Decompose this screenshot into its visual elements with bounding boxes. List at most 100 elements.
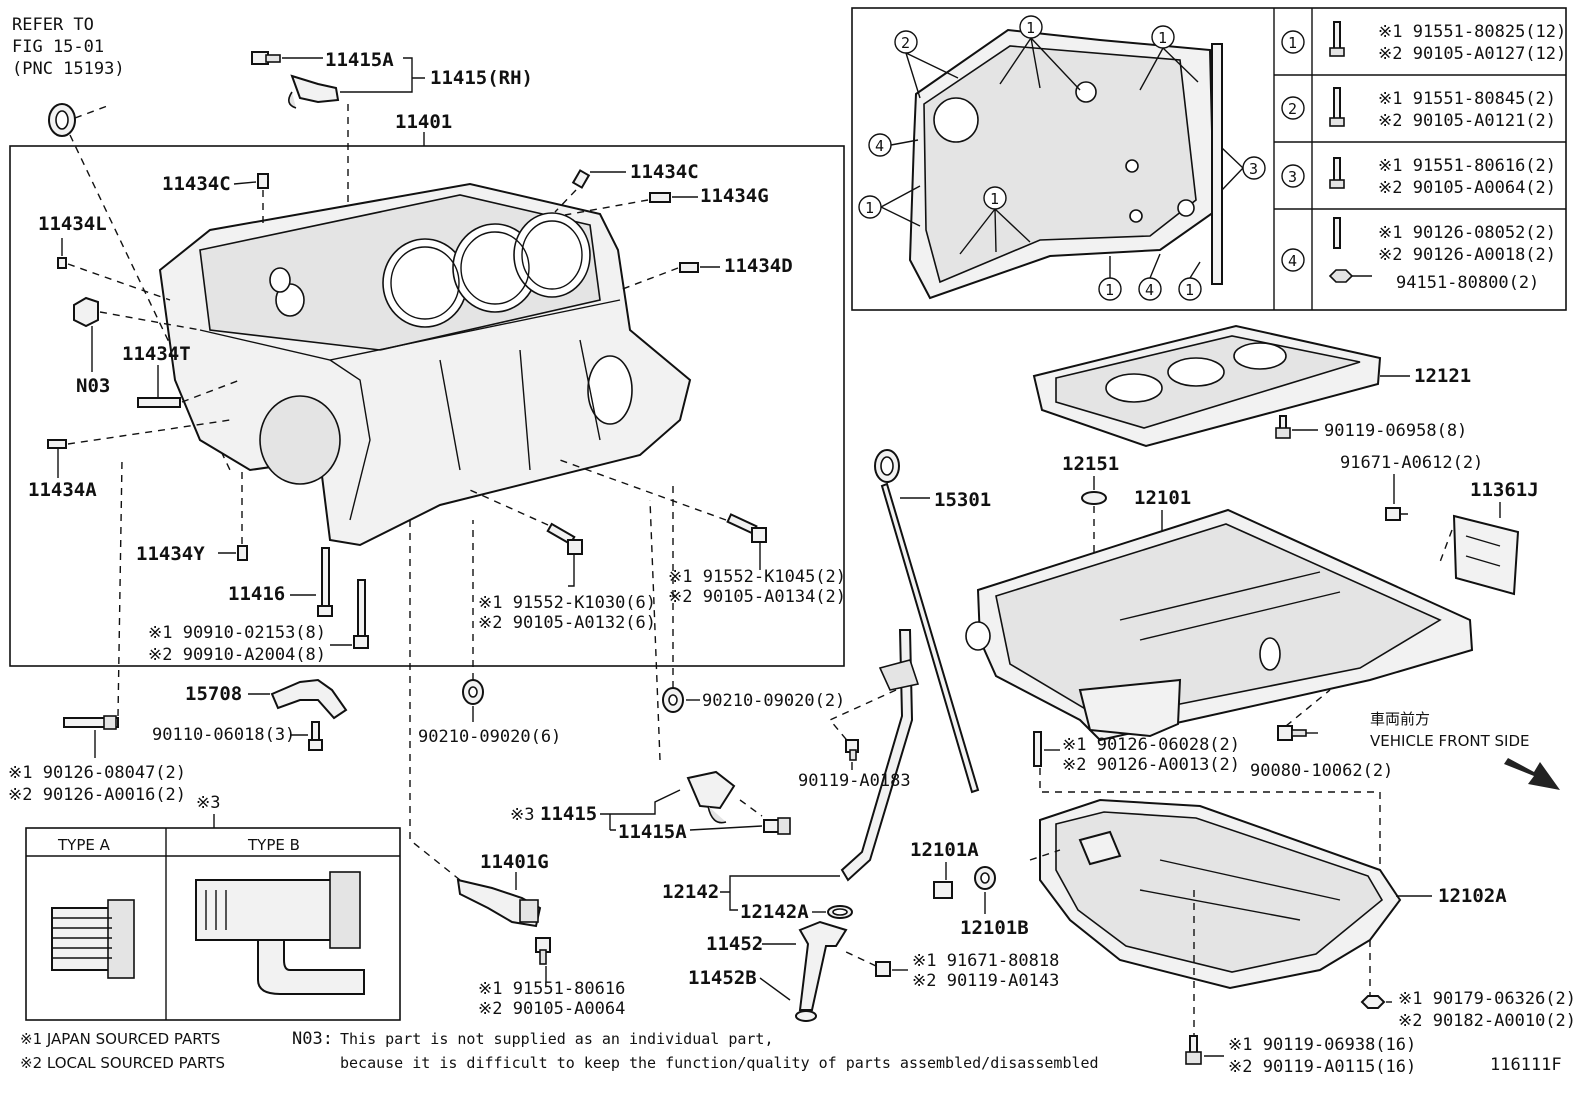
svg-text:※2 90105-A0121(2): ※2 90105-A0121(2)	[1378, 111, 1556, 131]
label-11415-lower: 11415	[540, 803, 597, 825]
bolt-91671-80818-icon	[875, 961, 891, 977]
label-11434a: 11434A	[28, 479, 97, 501]
bolt-table-row-3: 3 ※1 91551-80616(2) ※2 90105-A0064(2)	[1281, 156, 1556, 198]
svg-text:※2 90105-A0127(12): ※2 90105-A0127(12)	[1378, 44, 1566, 64]
bolt-91552-k1030-icon	[546, 522, 583, 555]
label-15301: 15301	[934, 489, 991, 511]
front-en-text: VEHICLE FRONT SIDE	[1370, 732, 1530, 750]
label-91671-a0612: 91671-A0612(2)	[1340, 453, 1483, 473]
label-15708: 15708	[185, 683, 242, 705]
label-90110-06018: 90110-06018(3)	[152, 725, 295, 745]
gasket-12101b-icon	[974, 866, 996, 890]
bolt-table-row-4: 4 ※1 90126-08052(2) ※2 90126-A0018(2) 94…	[1281, 217, 1556, 293]
label-12101a: 12101A	[910, 839, 979, 861]
svg-text:4: 4	[875, 137, 884, 155]
pin-11434c-left-icon	[257, 173, 269, 189]
type-box	[25, 827, 401, 1021]
dipstick-15301-icon	[874, 449, 980, 794]
svg-text:1: 1	[1105, 281, 1114, 299]
label-90126-a0016: ※2 90126-A0016(2)	[8, 785, 186, 805]
label-11434d: 11434D	[724, 255, 793, 277]
oring-11452b-icon	[795, 1010, 817, 1022]
bracket-15708-icon	[270, 678, 348, 720]
detail-callout-group: 1 1 2 4 3 1 1 1 4 1	[858, 15, 1266, 301]
label-91552-k1045: ※1 91552-K1045(2)	[668, 567, 846, 587]
oring-12151-icon	[1081, 491, 1107, 505]
label-90210-09020-2: 90210-09020(2)	[702, 691, 845, 711]
label-11434c-left: 11434C	[162, 173, 231, 195]
label-90105-a0064: ※2 90105-A0064	[478, 999, 625, 1019]
oil-pan-12102a-icon	[1039, 798, 1402, 990]
footnote-n03-line2: because it is difficult to keep the func…	[340, 1054, 1099, 1072]
plug-type-a-icon	[51, 899, 135, 979]
svg-text:1: 1	[990, 190, 999, 208]
label-11452: 11452	[706, 933, 763, 955]
svg-text:1: 1	[865, 199, 874, 217]
dipstick-guide-12142-icon	[840, 629, 920, 882]
svg-text:1: 1	[1185, 281, 1194, 299]
cylinder-block-frame	[9, 145, 845, 667]
label-11401: 11401	[395, 111, 452, 133]
oring-12142a-icon	[827, 905, 853, 919]
bolt-table-row-1: 1 ※1 91551-80825(12) ※2 90105-A0127(12)	[1281, 21, 1566, 64]
bolt-91551-80616-icon	[535, 937, 551, 965]
refer-line-3: (PNC 15193)	[12, 59, 125, 79]
seal-ring-icon	[48, 103, 76, 137]
label-12101b: 12101B	[960, 917, 1029, 939]
svg-text:※1 91551-80825(12): ※1 91551-80825(12)	[1378, 22, 1566, 42]
label-12151: 12151	[1062, 453, 1119, 475]
svg-text:2: 2	[1288, 100, 1297, 118]
front-jp-text: 車両前方	[1370, 710, 1430, 728]
bolt-11415a-top-icon	[251, 51, 281, 65]
bolt-91552-k1045-icon	[726, 513, 767, 543]
bolt-90119-a0183-icon	[845, 739, 859, 761]
label-11415a-lower: 11415A	[618, 821, 687, 843]
label-11415-rh: 11415(RH)	[430, 67, 533, 89]
label-90910-02153: ※1 90910-02153(8)	[148, 623, 326, 643]
gasket-90210-6-icon	[462, 679, 484, 705]
label-90119-06958: 90119-06958(8)	[1324, 421, 1467, 441]
stud-90126-08047-icon	[63, 715, 119, 730]
label-12142a: 12142A	[740, 901, 809, 923]
nut-90179-icon	[1360, 995, 1386, 1009]
label-11434c-right: 11434C	[630, 161, 699, 183]
bolt-table-3-icon	[1333, 157, 1341, 183]
label-90126-08047: ※1 90126-08047(2)	[8, 763, 186, 783]
plug-11415a-lower-icon	[763, 817, 791, 835]
label-90105-a0132: ※2 90105-A0132(6)	[478, 613, 656, 633]
label-11434g: 11434G	[700, 185, 769, 207]
stud-90126-06028-icon	[1033, 731, 1042, 767]
svg-text:2: 2	[901, 34, 910, 52]
bolt-90080-10062-icon	[1277, 725, 1307, 741]
label-90119-a0115: ※2 90119-A0115(16)	[1228, 1057, 1416, 1077]
sensor-11415-rh-icon	[288, 74, 340, 109]
gasket-90210-2-icon	[662, 687, 684, 713]
footnote-n03-line1: This part is not supplied as an individu…	[340, 1030, 773, 1048]
svg-text:4: 4	[1288, 252, 1297, 270]
baffle-plate-12121-icon	[1032, 324, 1382, 448]
label-90126-a0013: ※2 90126-A0013(2)	[1062, 755, 1240, 775]
bolt-90910-icon	[353, 579, 369, 649]
type-b-label: TYPE B	[247, 836, 300, 854]
label-91552-k1030: ※1 91552-K1030(6)	[478, 593, 656, 613]
label-90910-a2004: ※2 90910-A2004(8)	[148, 645, 326, 665]
label-12101: 12101	[1134, 487, 1191, 509]
label-n03: N03	[76, 375, 110, 397]
bolt-table-4-icon	[1333, 217, 1341, 249]
stud-bolt-11416-icon	[317, 547, 333, 617]
svg-text:1: 1	[1026, 19, 1035, 37]
label-11415a-top: 11415A	[325, 49, 394, 71]
bolt-90110-icon	[308, 721, 323, 751]
bolt-table-1-icon	[1333, 21, 1341, 51]
label-mark-3: ※3	[196, 793, 220, 813]
nut-94151-icon	[1328, 269, 1354, 283]
label-91551-80616: ※1 91551-80616	[478, 979, 625, 999]
sensor-11415-lower-icon	[686, 770, 736, 824]
pin-11434l-icon	[57, 257, 67, 269]
label-91671-80818: ※1 91671-80818	[912, 951, 1059, 971]
cylinder-block-icon	[158, 182, 692, 547]
svg-text:※2 90105-A0064(2): ※2 90105-A0064(2)	[1378, 178, 1556, 198]
svg-text:3: 3	[1249, 160, 1258, 178]
pin-11434t-icon	[137, 397, 181, 408]
